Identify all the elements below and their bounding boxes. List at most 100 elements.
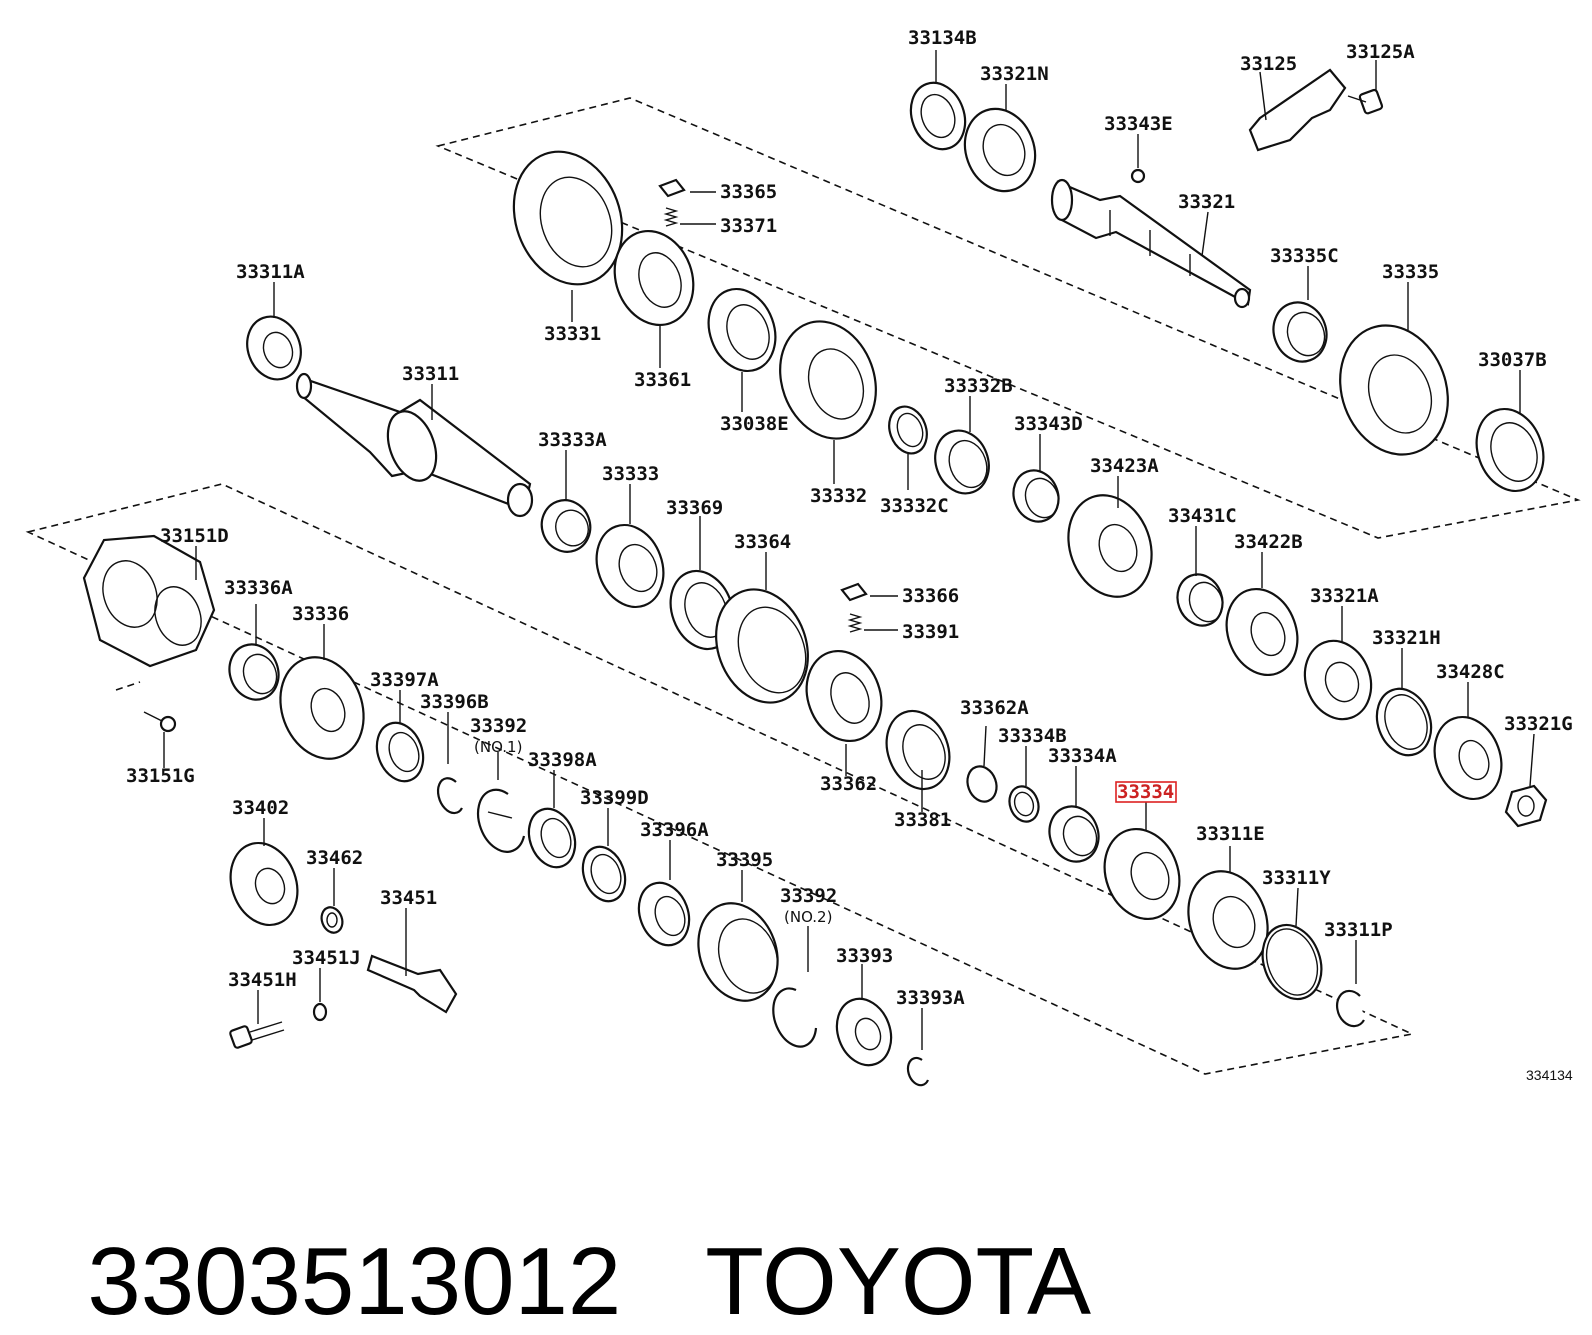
part-33343D[interactable] [1006, 434, 1065, 528]
part-33333[interactable] [586, 484, 675, 616]
part-33428C[interactable] [1424, 682, 1513, 808]
part-33332[interactable] [764, 308, 891, 484]
label-33321H: 33321H [1372, 627, 1441, 649]
label-33335: 33335 [1382, 261, 1439, 283]
part-33334[interactable] [1092, 802, 1191, 930]
part-33399D[interactable] [576, 808, 633, 907]
part-33365[interactable] [658, 178, 716, 198]
part-33333A[interactable] [535, 450, 598, 559]
label-33331: 33331 [544, 323, 601, 345]
part-33311E[interactable] [1175, 846, 1281, 980]
lower-group-outline-b [115, 681, 141, 691]
label-33321N: 33321N [980, 63, 1049, 85]
part-33343E[interactable] [1130, 134, 1146, 184]
part-33336[interactable] [267, 624, 378, 771]
part-33381[interactable] [876, 702, 960, 812]
part-33334B[interactable] [1005, 746, 1044, 826]
label-33451J: 33451J [292, 947, 361, 969]
label-33397A: 33397A [370, 669, 439, 691]
diagram-reference: 334134 [1526, 1067, 1573, 1083]
part-33402[interactable] [220, 818, 309, 934]
part-33431C[interactable] [1170, 526, 1229, 632]
part-33451H[interactable] [229, 990, 285, 1049]
part-33332B[interactable] [927, 396, 998, 501]
part-33134B[interactable] [902, 50, 974, 157]
label-33462: 33462 [306, 847, 363, 869]
label-33451: 33451 [380, 887, 437, 909]
part-33335[interactable] [1323, 282, 1466, 470]
part-33321G[interactable] [1504, 733, 1548, 828]
label-33311P: 33311P [1324, 919, 1393, 941]
part-33462[interactable] [318, 868, 346, 936]
part-33398A[interactable] [521, 770, 583, 874]
label-33332B: 33332B [944, 375, 1013, 397]
label-33451H: 33451H [228, 969, 297, 991]
part-33391[interactable] [847, 613, 898, 633]
label-33369: 33369 [666, 497, 723, 519]
part-33311Y[interactable] [1253, 887, 1332, 1007]
label-33365: 33365 [720, 181, 777, 203]
label-33332C: 33332C [880, 495, 949, 517]
part-33366[interactable] [840, 582, 898, 602]
part-33335C[interactable] [1265, 266, 1334, 369]
label-33343E: 33343E [1104, 113, 1173, 135]
label-33311Y: 33311Y [1262, 867, 1331, 889]
part-33392-no1[interactable] [476, 752, 526, 853]
part-33037B[interactable] [1466, 370, 1555, 500]
part-33393[interactable] [828, 964, 900, 1073]
label-no2: (NO.2) [784, 908, 832, 926]
label-33334: 33334 [1117, 781, 1174, 803]
label-33423A: 33423A [1090, 455, 1159, 477]
label-33392b: 33392 [780, 885, 837, 907]
part-33392-no2[interactable] [772, 926, 818, 1048]
label-33321: 33321 [1178, 191, 1235, 213]
label-33151G: 33151G [126, 765, 195, 787]
part-33393A[interactable] [906, 1008, 930, 1087]
label-33311A: 33311A [236, 261, 305, 283]
part-33321N[interactable] [954, 84, 1047, 201]
part-33331[interactable] [496, 136, 640, 322]
part-33321[interactable] [1050, 178, 1252, 309]
part-33362[interactable] [794, 640, 893, 776]
label-33343D: 33343D [1014, 413, 1083, 435]
label-33371: 33371 [720, 215, 777, 237]
label-33395: 33395 [716, 849, 773, 871]
part-33125[interactable] [1248, 68, 1347, 152]
label-33151D: 33151D [160, 525, 229, 547]
part-33396B[interactable] [436, 712, 463, 815]
label-33336: 33336 [292, 603, 349, 625]
part-33362A[interactable] [963, 725, 1002, 806]
part-33151G[interactable] [143, 711, 177, 768]
part-33397A[interactable] [369, 690, 431, 788]
lower-group-outline [25, 483, 1415, 1075]
upper-group-outline [435, 97, 1581, 539]
part-33151D[interactable] [82, 534, 216, 668]
label-33399D: 33399D [580, 787, 649, 809]
part-33371[interactable] [663, 207, 716, 227]
part-33321A[interactable] [1294, 606, 1382, 729]
label-33125A: 33125A [1346, 41, 1415, 63]
part-33321H[interactable] [1368, 648, 1440, 763]
part-33451J[interactable] [312, 968, 328, 1022]
part-33451[interactable] [366, 908, 458, 1014]
part-33311[interactable] [295, 372, 534, 518]
part-33336A[interactable] [222, 604, 286, 707]
part-33364[interactable] [701, 552, 823, 716]
part-33125A[interactable] [1347, 60, 1384, 115]
part-33395[interactable] [685, 870, 791, 1012]
part-33038E[interactable] [698, 280, 787, 412]
label-33393A: 33393A [896, 987, 965, 1009]
label-33134B: 33134B [908, 27, 977, 49]
part-33396A[interactable] [631, 840, 698, 952]
part-33423A[interactable] [1055, 476, 1166, 609]
label-33362: 33362 [820, 773, 877, 795]
part-33311P[interactable] [1336, 940, 1365, 1028]
label-33361: 33361 [634, 369, 691, 391]
part-33361[interactable] [602, 220, 706, 368]
part-33422B[interactable] [1215, 552, 1309, 685]
part-33332C[interactable] [883, 401, 933, 490]
part-33334A[interactable] [1042, 766, 1106, 869]
part-33311A[interactable] [239, 282, 310, 387]
